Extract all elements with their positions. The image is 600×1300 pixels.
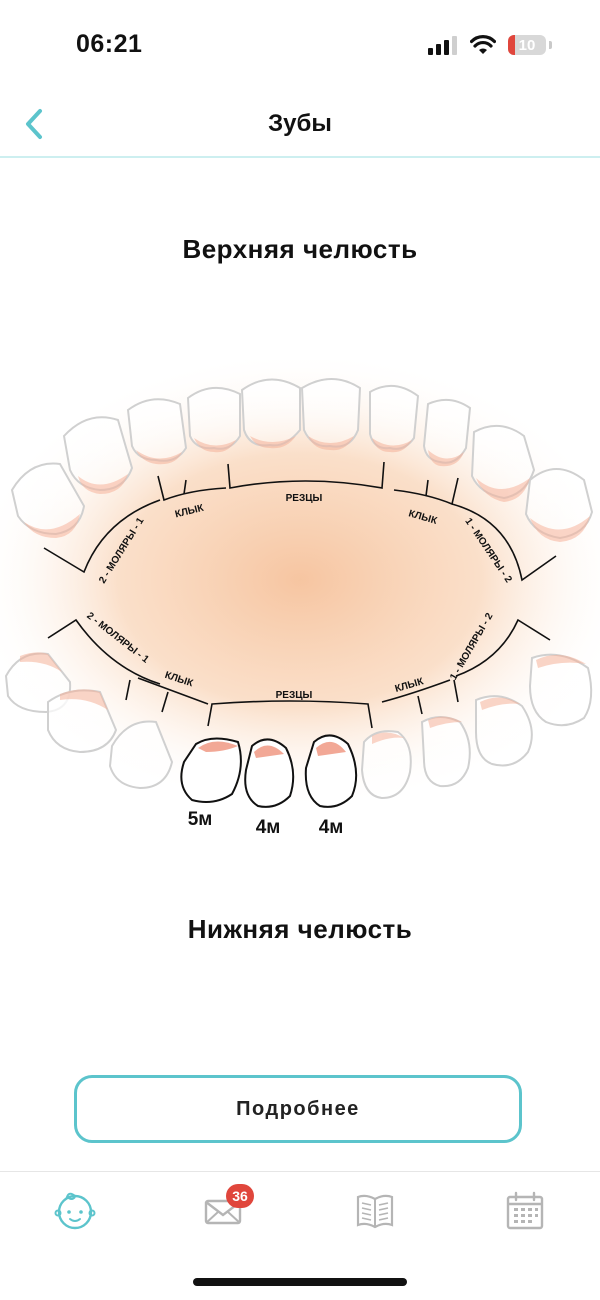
battery-icon: 10 xyxy=(508,35,546,55)
upper-teeth xyxy=(10,378,594,540)
tooth-age-label: 5м xyxy=(188,809,213,830)
mouth-glow xyxy=(0,360,600,810)
messages-badge: 36 xyxy=(226,1184,254,1208)
tab-messages[interactable]: 36 xyxy=(188,1182,258,1240)
baby-face-icon xyxy=(54,1192,96,1230)
status-bar: 06:21 10 xyxy=(0,0,600,90)
erupted-tooth xyxy=(244,738,295,808)
battery-level: 10 xyxy=(518,36,536,54)
calendar-icon xyxy=(506,1191,544,1230)
chevron-left-icon xyxy=(26,109,42,139)
upper-tooth xyxy=(240,378,301,447)
tooth-age-label: 4м xyxy=(319,817,344,838)
lower-teeth xyxy=(4,652,593,800)
tab-calendar[interactable] xyxy=(490,1182,560,1240)
erupted-tooth xyxy=(180,737,242,803)
lower-gums xyxy=(20,652,586,744)
book-icon xyxy=(356,1194,394,1229)
lower-incisors-label: РЕЗЦЫ xyxy=(276,690,313,701)
signal-icon xyxy=(428,36,457,55)
nav-bar: Зубы xyxy=(0,94,600,158)
erupted-tooth xyxy=(304,734,358,808)
upper-tooth xyxy=(300,378,362,448)
tab-baby[interactable] xyxy=(40,1182,110,1240)
teeth-diagram: РЕЗЦЫ КЛЫК КЛЫК 2 - МОЛЯРЫ - 1 1 - МОЛЯР… xyxy=(0,360,600,838)
status-icons: 10 xyxy=(428,32,552,58)
tab-library[interactable] xyxy=(340,1182,410,1240)
lower-tooth xyxy=(420,716,471,788)
upper-incisors-label: РЕЗЦЫ xyxy=(286,493,323,504)
erupted-teeth xyxy=(180,734,358,808)
lower-jaw-title: Нижняя челюсть xyxy=(187,914,413,944)
lower-tooth xyxy=(475,695,533,767)
tooth-age-label: 4м xyxy=(256,817,281,838)
page-title: Зубы xyxy=(268,110,332,137)
status-time: 06:21 xyxy=(76,30,143,58)
tab-bar: 36 xyxy=(0,1171,600,1252)
wifi-icon xyxy=(470,35,496,54)
upper-brackets xyxy=(43,461,557,582)
upper-gums xyxy=(24,436,590,542)
lower-brackets xyxy=(47,618,551,729)
erupted-teeth-ages: 5м 4м 4м xyxy=(188,809,344,838)
upper-tooth xyxy=(369,385,420,450)
upper-jaw-title: Верхняя челюсть xyxy=(182,234,418,264)
lower-tooth xyxy=(360,730,412,800)
back-button[interactable] xyxy=(14,102,54,146)
upper-tooth xyxy=(126,398,188,462)
lower-tooth xyxy=(108,720,174,790)
details-button[interactable]: Подробнее xyxy=(74,1075,522,1143)
home-indicator xyxy=(193,1278,407,1286)
